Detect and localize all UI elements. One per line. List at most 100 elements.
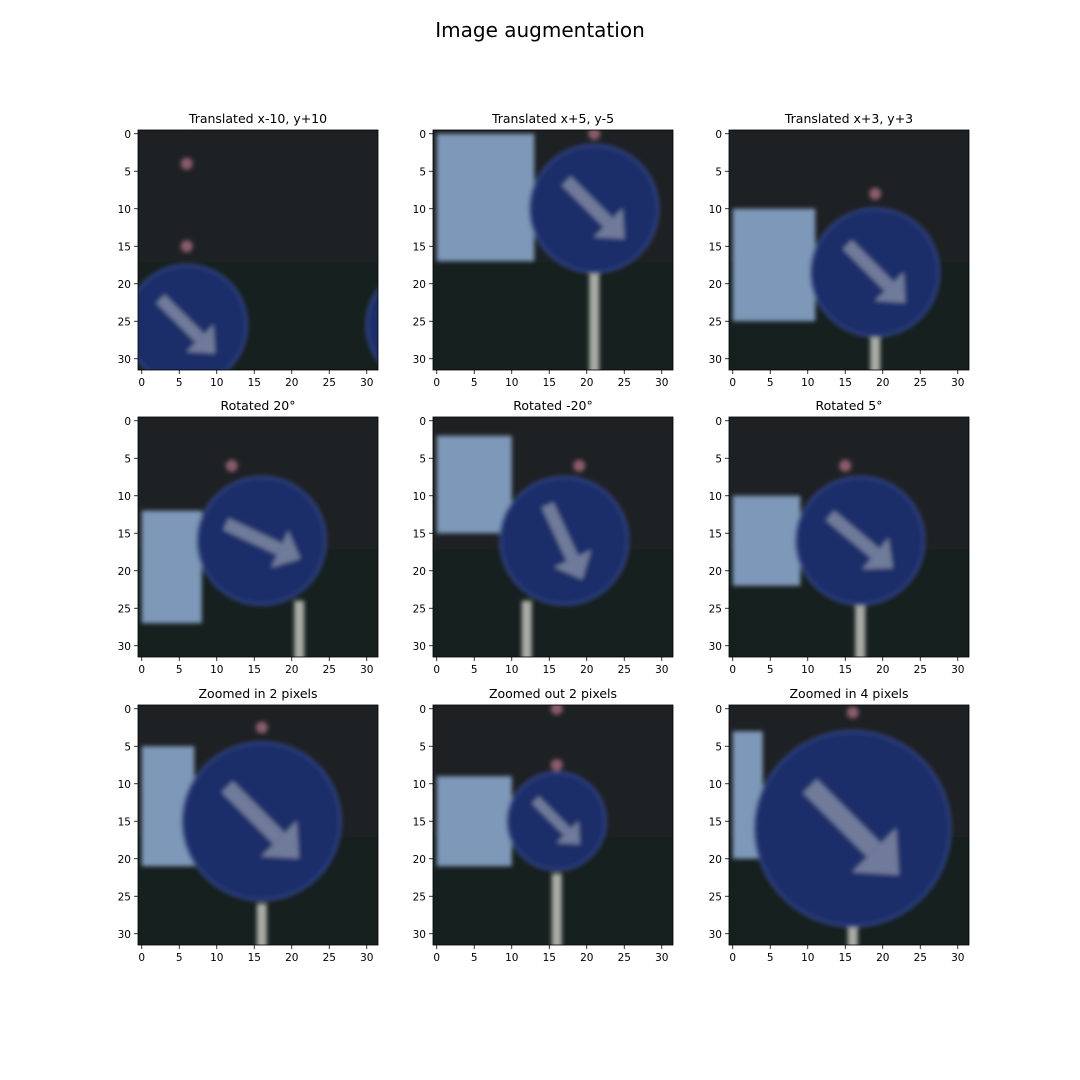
- image-panel-2: [433, 130, 673, 370]
- y-tick-label: 5: [715, 453, 722, 465]
- sign-pole: [855, 600, 866, 657]
- y-tick-label: 25: [709, 603, 722, 615]
- sign-reflector: [180, 240, 193, 253]
- y-tick-label: 10: [413, 204, 426, 216]
- y-tick-label: 15: [709, 528, 722, 540]
- x-tick-label: 25: [914, 952, 927, 964]
- sign-arrow: [842, 240, 906, 303]
- sign-pole: [847, 926, 858, 945]
- x-tick-label: 10: [210, 377, 223, 389]
- x-tick-label: 20: [580, 952, 593, 964]
- pale-vehicle-shape: [436, 133, 535, 262]
- y-tick-label: 15: [413, 241, 426, 253]
- y-tick-label: 20: [118, 279, 131, 291]
- y-tick-label: 10: [709, 491, 722, 503]
- y-tick-label: 20: [709, 854, 722, 866]
- sign-reflector: [588, 130, 601, 140]
- x-tick-label: 10: [801, 952, 814, 964]
- y-tick-label: 5: [124, 166, 131, 178]
- sign-pole: [294, 600, 305, 657]
- x-tick-label: 20: [876, 664, 889, 676]
- y-tick-label: 0: [715, 704, 722, 716]
- x-tick-label: 0: [433, 952, 440, 964]
- axes-frame: [728, 704, 970, 946]
- x-tick-label: 15: [839, 952, 852, 964]
- pale-vehicle-shape: [732, 495, 801, 586]
- image-panel-6: [729, 417, 969, 657]
- x-tick-label: 15: [248, 952, 261, 964]
- axes-frame: [432, 416, 674, 658]
- axes-frame: [728, 416, 970, 658]
- panel-title: Rotated 5°: [815, 398, 882, 413]
- x-tick-label: 10: [801, 664, 814, 676]
- x-tick-label: 25: [914, 377, 927, 389]
- y-tick-label: 5: [124, 453, 131, 465]
- y-tick-label: 0: [419, 704, 426, 716]
- sign-arrow: [825, 510, 893, 570]
- y-tick-label: 10: [118, 491, 131, 503]
- y-tick-label: 0: [419, 416, 426, 428]
- y-tick-label: 15: [709, 241, 722, 253]
- x-tick-label: 10: [210, 952, 223, 964]
- x-tick-label: 0: [433, 377, 440, 389]
- y-tick-label: 30: [413, 929, 426, 941]
- x-tick-label: 30: [951, 664, 964, 676]
- x-tick-label: 15: [543, 377, 556, 389]
- y-tick-label: 5: [124, 741, 131, 753]
- x-tick-label: 5: [471, 664, 478, 676]
- y-tick-label: 20: [118, 854, 131, 866]
- y-tick-label: 25: [413, 316, 426, 328]
- y-tick-label: 10: [413, 491, 426, 503]
- x-tick-label: 5: [471, 952, 478, 964]
- image-panel-1: [138, 130, 378, 370]
- road-sign-disc: [138, 263, 249, 370]
- y-tick-label: 30: [413, 641, 426, 653]
- x-tick-label: 0: [138, 664, 145, 676]
- x-tick-label: 15: [543, 952, 556, 964]
- y-tick-label: 15: [709, 816, 722, 828]
- sign-pole: [521, 600, 532, 657]
- y-tick-label: 30: [118, 641, 131, 653]
- x-tick-label: 5: [767, 664, 774, 676]
- x-tick-label: 10: [505, 664, 518, 676]
- y-tick-label: 10: [709, 204, 722, 216]
- y-tick-label: 30: [709, 641, 722, 653]
- image-panel-5: [433, 417, 673, 657]
- x-tick-label: 5: [767, 952, 774, 964]
- x-tick-label: 15: [839, 377, 852, 389]
- y-tick-label: 0: [124, 704, 131, 716]
- x-tick-label: 30: [655, 952, 668, 964]
- axes-frame: [137, 704, 379, 946]
- sign-arrow: [541, 502, 592, 580]
- x-tick-label: 25: [618, 952, 631, 964]
- panel-title: Zoomed out 2 pixels: [489, 686, 617, 701]
- y-tick-label: 20: [709, 279, 722, 291]
- y-tick-label: 0: [124, 129, 131, 141]
- x-tick-label: 30: [951, 952, 964, 964]
- x-tick-label: 20: [876, 377, 889, 389]
- panel-title: Zoomed in 4 pixels: [789, 686, 908, 701]
- panel-title: Translated x-10, y+10: [188, 111, 327, 126]
- sign-reflector: [839, 459, 852, 472]
- y-tick-label: 20: [413, 279, 426, 291]
- x-tick-label: 5: [767, 377, 774, 389]
- axes-frame: [432, 129, 674, 371]
- y-tick-label: 25: [118, 603, 131, 615]
- y-tick-label: 15: [118, 816, 131, 828]
- axes-frame: [728, 129, 970, 371]
- x-tick-label: 25: [323, 952, 336, 964]
- y-tick-label: 30: [709, 929, 722, 941]
- x-tick-label: 15: [543, 664, 556, 676]
- panel-title: Zoomed in 2 pixels: [198, 686, 317, 701]
- y-tick-label: 15: [118, 241, 131, 253]
- x-tick-label: 20: [285, 952, 298, 964]
- sign-reflector: [255, 721, 268, 734]
- y-tick-label: 30: [413, 354, 426, 366]
- x-tick-label: 30: [360, 377, 373, 389]
- x-tick-label: 30: [951, 377, 964, 389]
- sign-reflector: [550, 705, 563, 715]
- y-tick-label: 5: [715, 741, 722, 753]
- y-tick-label: 10: [413, 779, 426, 791]
- figure-title: Image augmentation: [435, 18, 645, 42]
